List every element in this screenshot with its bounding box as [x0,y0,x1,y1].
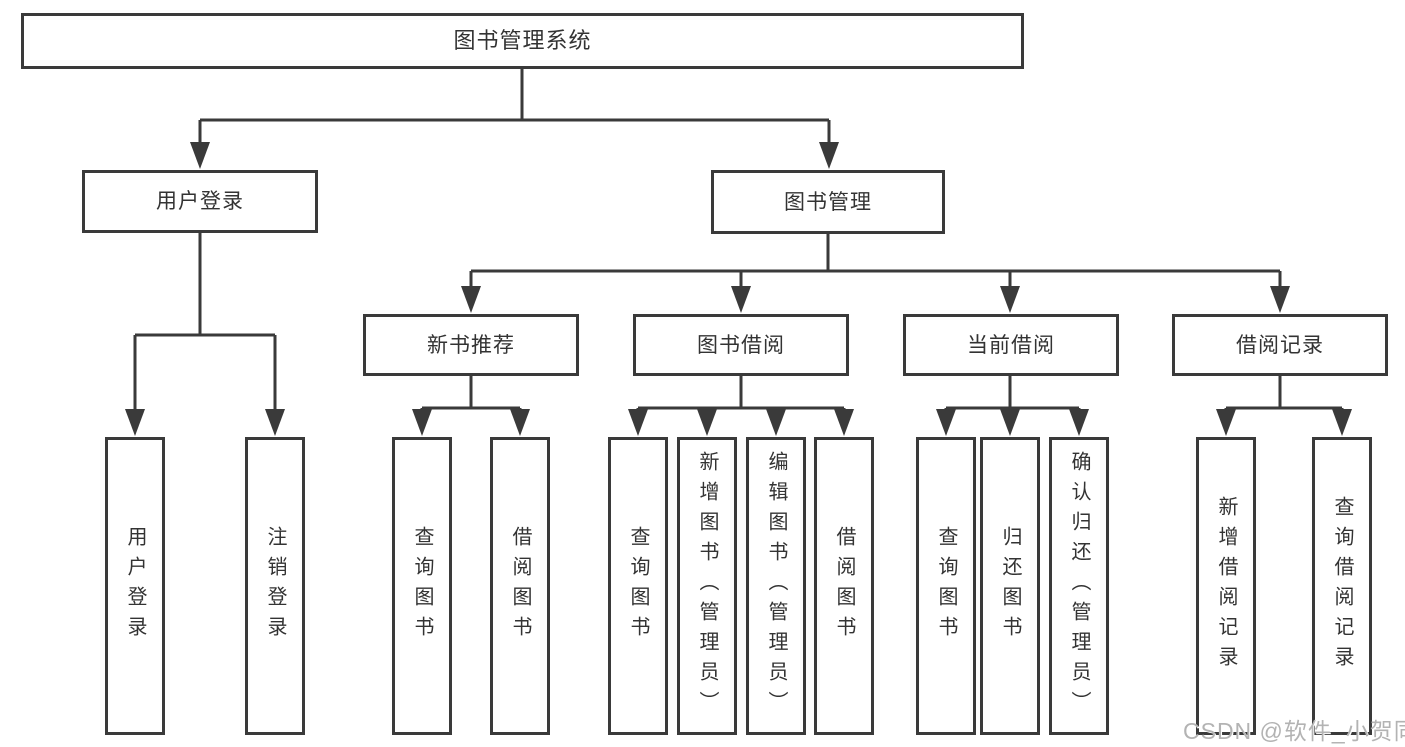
leaf-logout: 注销登录 [245,437,305,735]
leaf-borrowing-add-books-admin-label: 新增图书（管理员） [696,451,718,721]
node-user-login: 用户登录 [82,170,318,233]
leaf-borrowing-borrow-books: 借阅图书 [814,437,874,735]
leaf-user-login: 用户登录 [105,437,165,735]
leaf-borrowing-borrow-books-label: 借阅图书 [833,526,855,646]
leaf-recommend-borrow-books-label: 借阅图书 [509,526,531,646]
leaf-borrowing-add-books-admin: 新增图书（管理员） [677,437,737,735]
leaf-current-return-books-label: 归还图书 [999,526,1021,646]
leaf-records-query-record-label: 查询借阅记录 [1331,496,1353,676]
leaf-recommend-query-books: 查询图书 [392,437,452,735]
node-new-book-recommend: 新书推荐 [363,314,579,376]
leaf-current-query-books-label: 查询图书 [935,526,957,646]
node-borrowing-records: 借阅记录 [1172,314,1388,376]
leaf-borrowing-edit-books-admin-label: 编辑图书（管理员） [765,451,787,721]
leaf-recommend-query-books-label: 查询图书 [411,526,433,646]
leaf-current-confirm-return-admin-label: 确认归还（管理员） [1068,451,1090,721]
node-root-library-system: 图书管理系统 [21,13,1024,69]
leaf-user-login-label: 用户登录 [124,526,146,646]
leaf-records-add-record-label: 新增借阅记录 [1215,496,1237,676]
leaf-recommend-borrow-books: 借阅图书 [490,437,550,735]
leaf-borrowing-query-books: 查询图书 [608,437,668,735]
node-book-management: 图书管理 [711,170,945,234]
node-current-borrowing: 当前借阅 [903,314,1119,376]
leaf-logout-label: 注销登录 [264,526,286,646]
leaf-borrowing-edit-books-admin: 编辑图书（管理员） [746,437,806,735]
node-book-borrowing: 图书借阅 [633,314,849,376]
leaf-records-query-record: 查询借阅记录 [1312,437,1372,735]
leaf-borrowing-query-books-label: 查询图书 [627,526,649,646]
leaf-current-confirm-return-admin: 确认归还（管理员） [1049,437,1109,735]
leaf-current-query-books: 查询图书 [916,437,976,735]
csdn-watermark: CSDN @软件_小贺同学 [1183,718,1405,744]
leaf-records-add-record: 新增借阅记录 [1196,437,1256,735]
leaf-current-return-books: 归还图书 [980,437,1040,735]
